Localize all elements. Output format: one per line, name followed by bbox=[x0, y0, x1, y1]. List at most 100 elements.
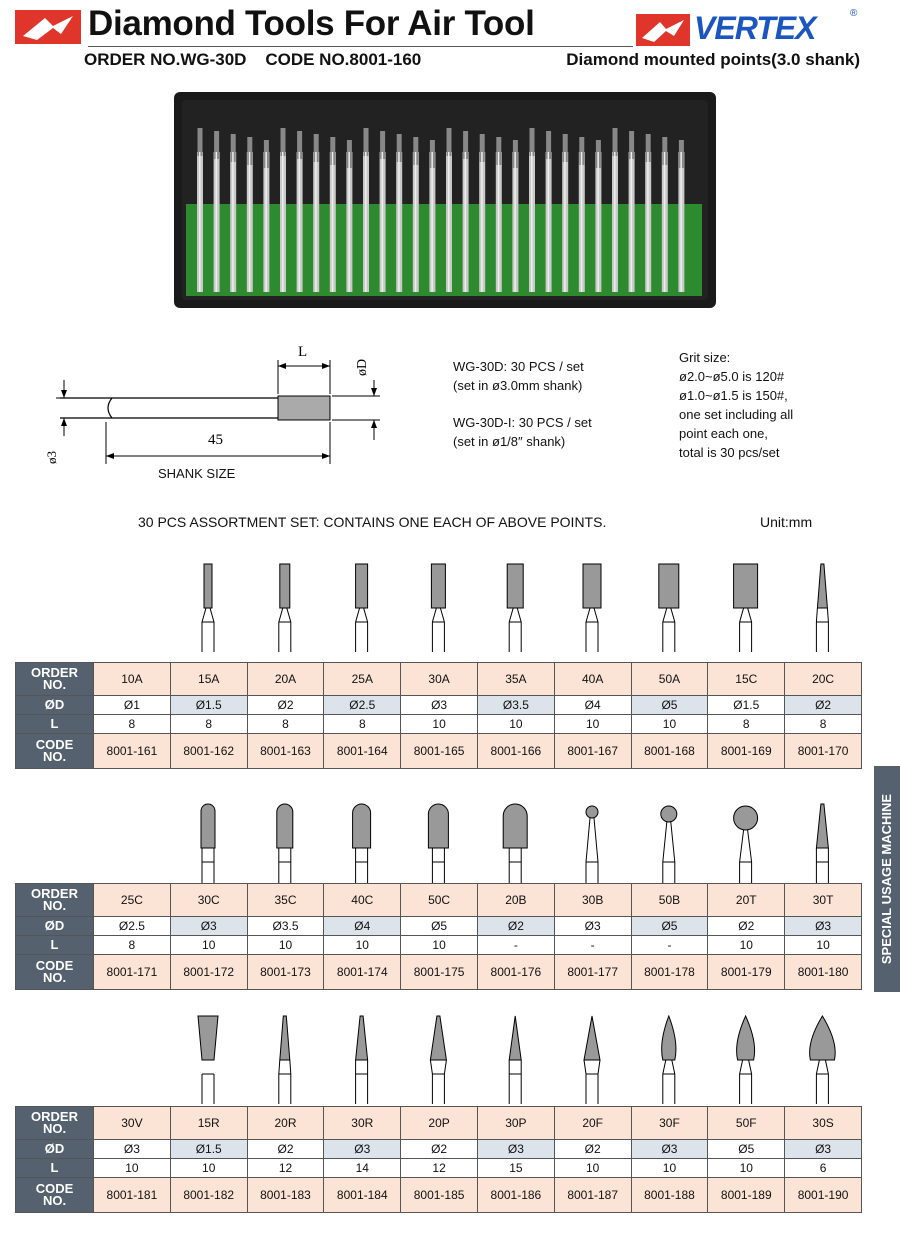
length-cell: 10 bbox=[784, 935, 862, 955]
tool-drawing-flame bbox=[736, 1014, 756, 1104]
order-cell: 20C bbox=[784, 662, 862, 696]
tool-drawing-flame bbox=[809, 1015, 836, 1104]
diameter-cell: Ø2 bbox=[476, 916, 555, 936]
code-cell: 8001-174 bbox=[323, 954, 402, 990]
order-cell: 40A bbox=[553, 662, 632, 696]
row-header: CODE NO. bbox=[15, 733, 94, 769]
wg30di-shank-line: (set in ø1/8″ shank) bbox=[453, 434, 566, 449]
length-cell: 10 bbox=[707, 1158, 786, 1178]
diameter-cell: Ø2 bbox=[784, 695, 862, 715]
photo-bit bbox=[296, 131, 303, 292]
length-cell: 8 bbox=[246, 714, 325, 734]
grit-line: Grit size: bbox=[679, 350, 731, 365]
photo-bit bbox=[512, 140, 519, 292]
wg30d-spec: WG-30D: 30 PCS / set (set in ø3.0mm shan… bbox=[453, 357, 584, 395]
length-cell: - bbox=[476, 935, 555, 955]
length-cell: 10 bbox=[323, 935, 402, 955]
photo-bit bbox=[396, 134, 403, 292]
registered-mark: ® bbox=[850, 8, 858, 19]
code-cell: 8001-182 bbox=[169, 1177, 248, 1213]
order-cell: 30T bbox=[784, 883, 862, 917]
code-cell: 8001-181 bbox=[93, 1177, 171, 1213]
length-cell: 8 bbox=[707, 714, 786, 734]
tool-drawing-cyl bbox=[506, 563, 524, 652]
grit-line: ø2.0~ø5.0 is 120# bbox=[679, 369, 785, 384]
photo-bit bbox=[479, 134, 486, 292]
tool-drawing-taper bbox=[815, 803, 829, 892]
length-cell: 10 bbox=[169, 1158, 248, 1178]
order-cell: 30F bbox=[630, 1106, 709, 1140]
diameter-cell: Ø2 bbox=[707, 916, 786, 936]
diameter-cell: Ø3 bbox=[784, 1139, 862, 1159]
order-cell: 25A bbox=[323, 662, 402, 696]
code-cell: 8001-169 bbox=[707, 733, 786, 769]
code-cell: 8001-175 bbox=[400, 954, 478, 990]
diameter-cell: Ø3.5 bbox=[246, 916, 325, 936]
section-side-tab: SPECIAL USAGE MACHINE bbox=[874, 766, 900, 992]
code-cell: 8001-190 bbox=[784, 1177, 862, 1213]
code-cell: 8001-163 bbox=[246, 733, 325, 769]
length-cell: 14 bbox=[323, 1158, 402, 1178]
photo-bit bbox=[462, 131, 469, 292]
tool-drawing-ball bbox=[733, 805, 759, 892]
diameter-cell: Ø3 bbox=[784, 916, 862, 936]
title-divider bbox=[88, 46, 633, 47]
shank-dia-label: ø3 bbox=[44, 451, 59, 464]
diameter-cell: Ø3 bbox=[476, 1139, 555, 1159]
tool-drawing-cyl bbox=[278, 563, 292, 652]
order-cell: 50F bbox=[707, 1106, 786, 1140]
length-cell: 8 bbox=[323, 714, 402, 734]
length-cell: 6 bbox=[784, 1158, 862, 1178]
length-cell: - bbox=[630, 935, 709, 955]
order-cell: 15R bbox=[169, 1106, 248, 1140]
code-cell: 8001-177 bbox=[553, 954, 632, 990]
order-cell: 35C bbox=[246, 883, 325, 917]
d-dim-label: øD bbox=[355, 359, 370, 376]
tool-drawing-inv-taper bbox=[197, 1015, 219, 1104]
code-cell: 8001-187 bbox=[553, 1177, 632, 1213]
row-header: ØD bbox=[15, 1139, 94, 1159]
product-subtitle: Diamond mounted points(3.0 shank) bbox=[566, 50, 860, 69]
code-cell: 8001-164 bbox=[323, 733, 402, 769]
code-cell: 8001-176 bbox=[476, 954, 555, 990]
code-cell: 8001-171 bbox=[93, 954, 171, 990]
brand-flag-icon bbox=[636, 14, 690, 46]
row-header: ORDER NO. bbox=[15, 883, 94, 917]
photo-bit bbox=[628, 131, 635, 292]
diameter-cell: Ø3 bbox=[400, 695, 478, 715]
grit-line: one set including all bbox=[679, 407, 794, 422]
code-cell: 8001-185 bbox=[400, 1177, 478, 1213]
length-cell: 10 bbox=[553, 714, 632, 734]
order-cell: 30V bbox=[93, 1106, 171, 1140]
length-cell: 10 bbox=[246, 935, 325, 955]
row-header: L bbox=[15, 1158, 94, 1178]
order-cell: 20R bbox=[246, 1106, 325, 1140]
photo-bit bbox=[495, 137, 502, 292]
diameter-cell: Ø2.5 bbox=[93, 916, 171, 936]
length-cell: 8 bbox=[784, 714, 862, 734]
tool-drawing-flame bbox=[661, 1014, 677, 1104]
tool-drawing-cyl bbox=[430, 563, 446, 652]
shank-size-caption: SHANK SIZE bbox=[158, 466, 236, 481]
order-cell: 50B bbox=[630, 883, 709, 917]
length-cell: 8 bbox=[93, 714, 171, 734]
tool-drawing-round bbox=[200, 803, 216, 892]
order-cell: 30A bbox=[400, 662, 478, 696]
diameter-cell: Ø3 bbox=[553, 916, 632, 936]
length-cell: 8 bbox=[93, 935, 171, 955]
brand-name: VERTEX bbox=[694, 10, 816, 46]
photo-bit bbox=[313, 134, 320, 292]
diameter-cell: Ø3.5 bbox=[476, 695, 555, 715]
order-cell: 30P bbox=[476, 1106, 555, 1140]
grit-line: total is 30 pcs/set bbox=[679, 445, 780, 460]
code-cell: 8001-170 bbox=[784, 733, 862, 769]
tool-drawing-round bbox=[502, 803, 528, 892]
diameter-cell: Ø3 bbox=[630, 1139, 709, 1159]
grit-size-note: Grit size: ø2.0~ø5.0 is 120# ø1.0~ø1.5 i… bbox=[679, 348, 793, 462]
photo-bit bbox=[545, 131, 552, 292]
code-cell: 8001-188 bbox=[630, 1177, 709, 1213]
length-cell: 15 bbox=[476, 1158, 555, 1178]
